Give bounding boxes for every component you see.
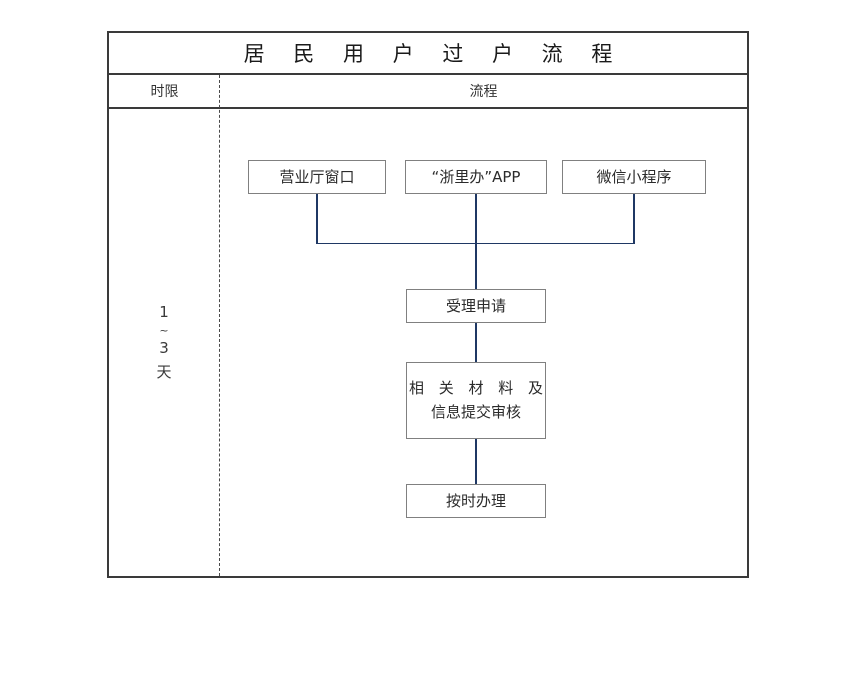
page-title: 居 民 用 户 过 户 流 程 bbox=[243, 42, 624, 66]
flow-node-hall-window[interactable]: 营业厅窗口 bbox=[248, 160, 386, 194]
time-limit-cell: 1 ~ 3 天 bbox=[109, 109, 219, 576]
header-cell-process: 流程 bbox=[220, 75, 747, 107]
time-limit-unit: 天 bbox=[156, 362, 172, 381]
flow-node-label: 按时办理 bbox=[445, 491, 506, 510]
connector-app-down bbox=[475, 194, 477, 244]
time-limit-min: 1 bbox=[159, 303, 169, 322]
flow-node-label: “浙里办”APP bbox=[431, 167, 521, 186]
flow-node-submit-materials[interactable]: 相 关 材 料 及 信息提交审核 bbox=[406, 362, 546, 439]
connector-merge-bar bbox=[316, 242, 634, 245]
header-label-process: 流程 bbox=[469, 84, 498, 100]
title-row: 居 民 用 户 过 户 流 程 bbox=[109, 33, 747, 75]
flow-node-label-line1: 相 关 材 料 及 bbox=[408, 379, 549, 397]
flow-node-label: 受理申请 bbox=[445, 296, 506, 315]
flow-diagram: 营业厅窗口 “浙里办”APP 微信小程序 受理申请 相 关 材 料 及 信息提交… bbox=[220, 109, 747, 576]
time-limit-max: 3 bbox=[159, 339, 169, 358]
time-limit-range-mark: ~ bbox=[159, 324, 169, 338]
table-header-row: 时限 流程 bbox=[109, 75, 747, 109]
connector-wechat-down bbox=[633, 194, 635, 244]
header-label-time-limit: 时限 bbox=[150, 84, 179, 100]
flow-node-label: 微信小程序 bbox=[596, 167, 672, 186]
flow-node-zhelibao-app[interactable]: “浙里办”APP bbox=[405, 160, 547, 194]
header-cell-time-limit: 时限 bbox=[109, 75, 220, 107]
connector-hall-down bbox=[316, 194, 318, 244]
column-divider-dashed bbox=[219, 75, 220, 576]
process-table: 居 民 用 户 过 户 流 程 时限 流程 1 ~ 3 天 bbox=[107, 31, 749, 578]
flow-node-label-line2: 信息提交审核 bbox=[430, 403, 521, 421]
flow-node-label: 营业厅窗口 bbox=[279, 167, 355, 186]
flow-node-accept-application[interactable]: 受理申请 bbox=[406, 289, 546, 323]
time-limit-stack: 1 ~ 3 天 bbox=[156, 301, 171, 384]
connector-to-accept bbox=[475, 242, 477, 290]
flow-node-process-on-time[interactable]: 按时办理 bbox=[406, 484, 546, 518]
flow-node-wechat-miniprogram[interactable]: 微信小程序 bbox=[562, 160, 706, 194]
connector-accept-to-materials bbox=[475, 323, 477, 362]
connector-materials-to-process bbox=[475, 439, 477, 484]
